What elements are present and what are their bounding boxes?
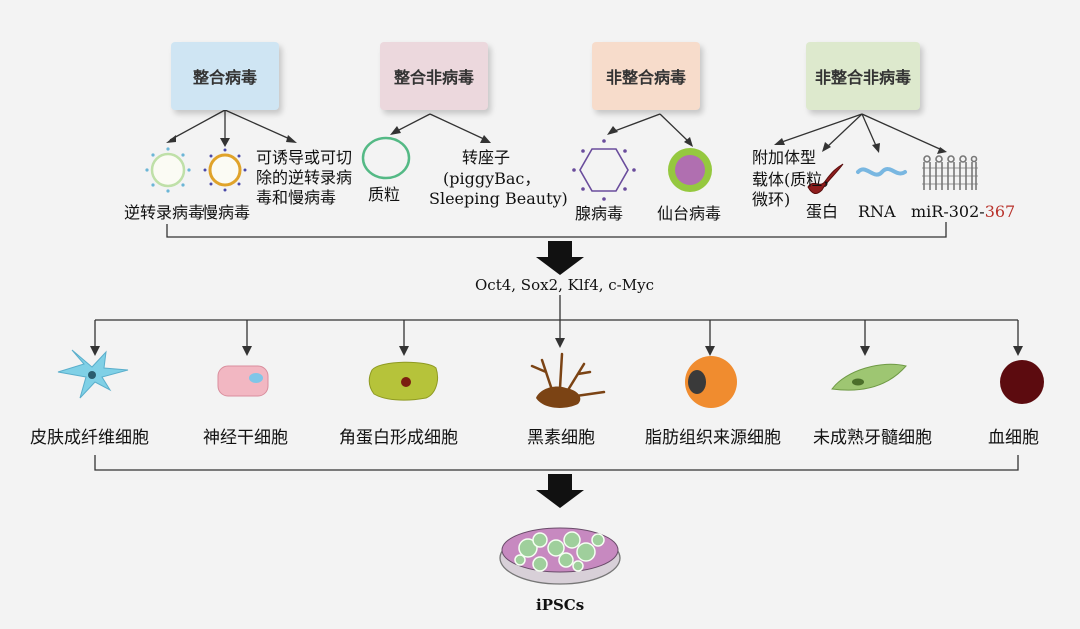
label-mirna-prefix: miR-302- (911, 202, 985, 221)
arrowhead (480, 135, 491, 143)
label-sendai-virus: 仙台病毒 (657, 204, 722, 223)
arrowhead (390, 126, 401, 135)
label-episomal-line3: 微环) (752, 190, 791, 209)
cell-label-dental-pulp: 未成熟牙髓细胞 (813, 428, 932, 448)
label-episomal-line1: 附加体型 (752, 148, 817, 167)
arrow-line (429, 113, 487, 141)
arrow-line (825, 113, 863, 149)
arrowhead (607, 126, 618, 135)
cell-label-fibroblast: 皮肤成纤维细胞 (30, 428, 149, 448)
label-inducible-line3: 毒和慢病毒 (256, 188, 337, 207)
dental-pulp-cell-icon (831, 363, 907, 391)
arrow-line (861, 113, 943, 151)
cell-label-keratinocyte: 角蛋白形成细胞 (339, 428, 458, 448)
keratinocyte-icon (368, 361, 439, 401)
label-lentivirus: 慢病毒 (202, 203, 251, 222)
label-transposon-line1: 转座子 (462, 148, 511, 167)
arrow-line (169, 109, 226, 141)
arrowhead (166, 135, 176, 143)
vector-bracket (166, 222, 947, 238)
retrovirus-icon (145, 147, 191, 193)
lentivirus-icon (203, 148, 247, 192)
plasmid-icon (361, 136, 411, 180)
arrow-line (778, 113, 863, 144)
result-label-ipscs: iPSCs (536, 596, 585, 614)
big-arrow-down-2 (536, 474, 584, 508)
category-integrating-nonviral: 整合非病毒 (380, 42, 488, 110)
label-transposon-line2: (piggyBac， (443, 169, 541, 188)
arrowhead (220, 138, 230, 147)
blood-cell-icon (1000, 360, 1044, 404)
label-mirna: miR-302-367 (911, 202, 1015, 222)
cell-label-adipose: 脂肪组织来源细胞 (645, 428, 781, 448)
adenovirus-icon (572, 139, 636, 201)
label-inducible-line2: 除的逆转录病 (256, 168, 353, 187)
sendai-virus-icon (668, 148, 712, 192)
big-arrow-down (536, 241, 584, 275)
distribution-lines (94, 295, 1019, 348)
cell-label-blood: 血细胞 (988, 428, 1039, 448)
label-inducible-line1: 可诱导或可切 (256, 148, 353, 167)
category-nonintegrating-nonviral: 非整合非病毒 (806, 42, 920, 110)
fibroblast-icon (57, 349, 129, 399)
label-mirna-suffix: 367 (984, 202, 1016, 221)
label-rna: RNA (858, 202, 896, 221)
category-nonintegrating-viral: 非整合病毒 (592, 42, 700, 110)
cell-bracket (94, 455, 1019, 471)
arrowhead (774, 138, 785, 145)
arrowhead (937, 147, 947, 154)
arrow-line (659, 113, 690, 143)
category-arrowheads (166, 126, 947, 154)
neural-stem-cell-icon (217, 365, 269, 397)
mirna-icon (922, 155, 978, 190)
arrow-line (611, 113, 661, 133)
label-episomal-line2: 载体(质粒， (752, 170, 839, 189)
category-integrating-viral: 整合病毒 (171, 42, 279, 110)
label-adenovirus: 腺病毒 (575, 204, 624, 223)
arrow-line (224, 109, 293, 141)
adipocyte-icon (685, 356, 737, 408)
label-transposon-line3: Sleeping Beauty) (429, 189, 568, 208)
arrowhead (286, 135, 297, 143)
distribution-arrowheads (90, 338, 1023, 356)
rna-icon (856, 167, 907, 177)
arrowhead (684, 137, 693, 147)
arrowhead (822, 142, 831, 152)
label-retrovirus: 逆转录病毒 (124, 203, 205, 222)
label-plasmid: 质粒 (368, 185, 401, 204)
melanocyte-icon (530, 352, 606, 408)
arrow-line (394, 113, 431, 133)
cell-label-melanocyte: 黑素细胞 (527, 428, 595, 448)
category-arrows (169, 109, 943, 151)
reprogramming-factors: Oct4, Sox2, Klf4, c-Myc (475, 276, 654, 294)
label-protein: 蛋白 (806, 202, 839, 221)
arrowhead (872, 143, 880, 153)
protein-icon (807, 163, 844, 195)
arrow-line (861, 113, 878, 149)
petri-dish-icon (499, 527, 621, 585)
cell-label-neural-stem: 神经干细胞 (203, 428, 288, 448)
